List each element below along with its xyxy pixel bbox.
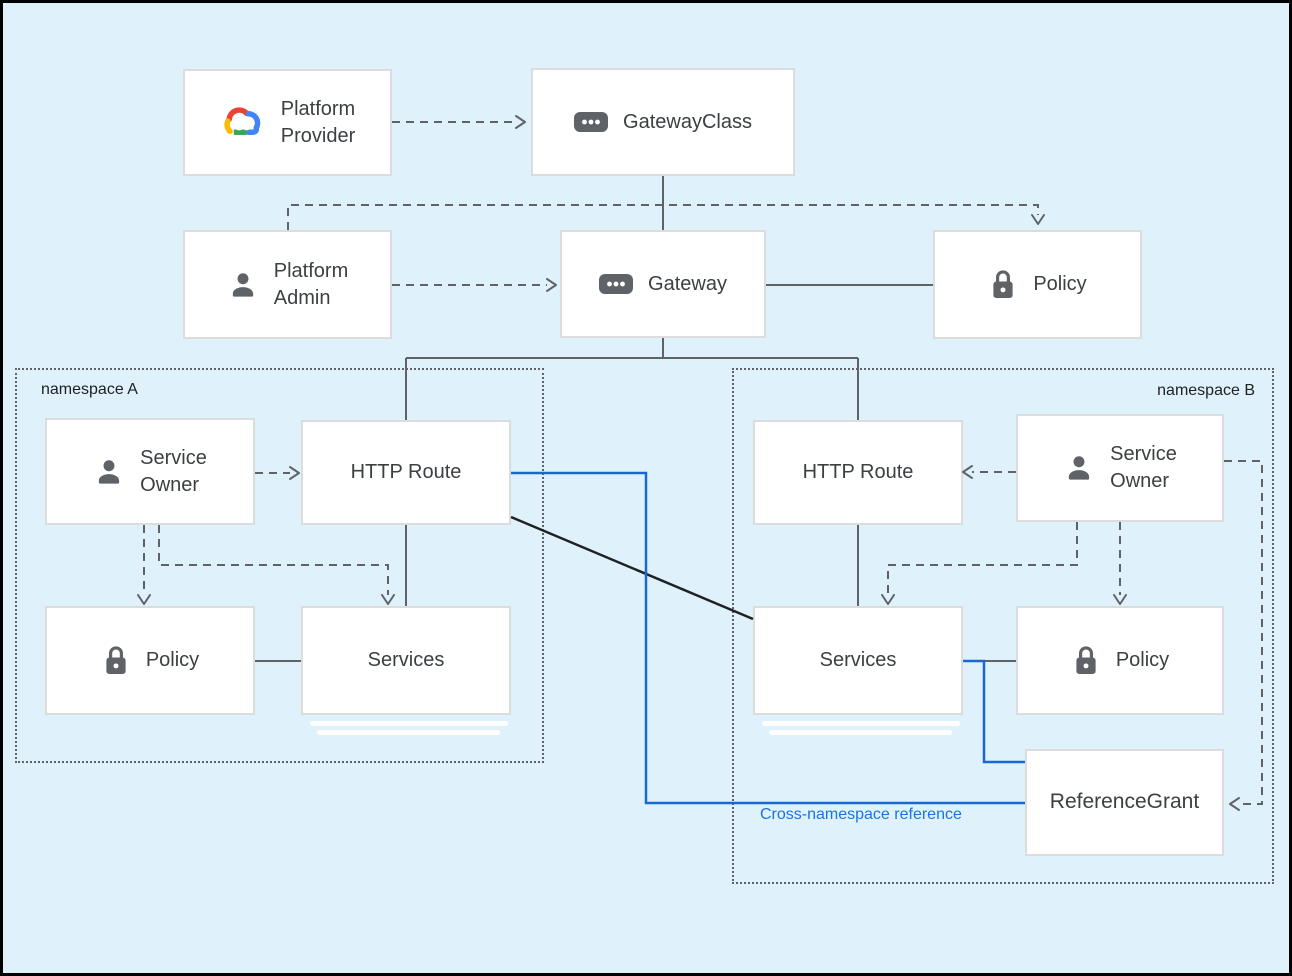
- arrowhead-right: [515, 115, 526, 129]
- node-service-owner-b: Service Owner: [1016, 414, 1224, 522]
- lock-icon: [1071, 645, 1101, 677]
- person-icon: [1063, 452, 1095, 484]
- node-policy-a: Policy: [45, 606, 255, 715]
- node-label: Service Owner: [1110, 443, 1177, 492]
- services-a-stack-bar-2: [317, 730, 500, 735]
- connector-route-a-to-services-b: [510, 515, 754, 621]
- services-b-stack-bar-1: [762, 721, 960, 726]
- node-label: Policy: [145, 649, 200, 671]
- node-label: Service Owner: [140, 446, 207, 496]
- node-gateway: Gateway: [560, 230, 766, 338]
- node-label: ReferenceGrant: [1049, 790, 1200, 814]
- arrowhead-right: [546, 278, 557, 292]
- node-policy-top: Policy: [933, 230, 1142, 339]
- node-label: GatewayClass: [623, 110, 752, 133]
- node-label: Policy: [1033, 273, 1087, 295]
- node-label: Gateway: [648, 272, 727, 295]
- node-label: Services: [819, 649, 897, 671]
- arrowhead-down: [1031, 214, 1045, 225]
- node-http-route-a: HTTP Route: [301, 420, 511, 525]
- namespace-a-label: namespace A: [41, 381, 138, 398]
- lock-icon: [101, 645, 131, 677]
- node-gateway-class: GatewayClass: [531, 68, 795, 176]
- node-platform-provider: Platform Provider: [183, 69, 392, 176]
- node-platform-admin: Platform Admin: [183, 230, 392, 339]
- services-b-stack-bar-2: [769, 730, 952, 735]
- node-label: Services: [367, 649, 445, 671]
- node-policy-b: Policy: [1016, 606, 1224, 715]
- node-label: Platform Provider: [280, 97, 356, 147]
- node-label: HTTP Route: [802, 461, 914, 483]
- cross-namespace-reference-label: Cross-namespace reference: [760, 806, 962, 823]
- node-service-owner-a: Service Owner: [45, 418, 255, 525]
- node-reference-grant: ReferenceGrant: [1025, 749, 1224, 856]
- resource-icon: [599, 274, 634, 294]
- person-icon: [93, 456, 125, 488]
- connector-admin-to-policy: [287, 204, 1039, 230]
- node-label: Platform Admin: [273, 259, 349, 309]
- node-label: HTTP Route: [350, 461, 462, 483]
- node-services-b: Services: [753, 606, 963, 715]
- node-http-route-b: HTTP Route: [753, 420, 963, 525]
- person-icon: [227, 269, 259, 301]
- google-cloud-logo-icon: [220, 104, 266, 142]
- resource-icon: [574, 112, 609, 132]
- node-label: Policy: [1115, 649, 1170, 671]
- lock-icon: [988, 269, 1018, 301]
- services-a-stack-bar-1: [310, 721, 508, 726]
- namespace-b-label: namespace B: [1157, 382, 1255, 399]
- node-services-a: Services: [301, 606, 511, 715]
